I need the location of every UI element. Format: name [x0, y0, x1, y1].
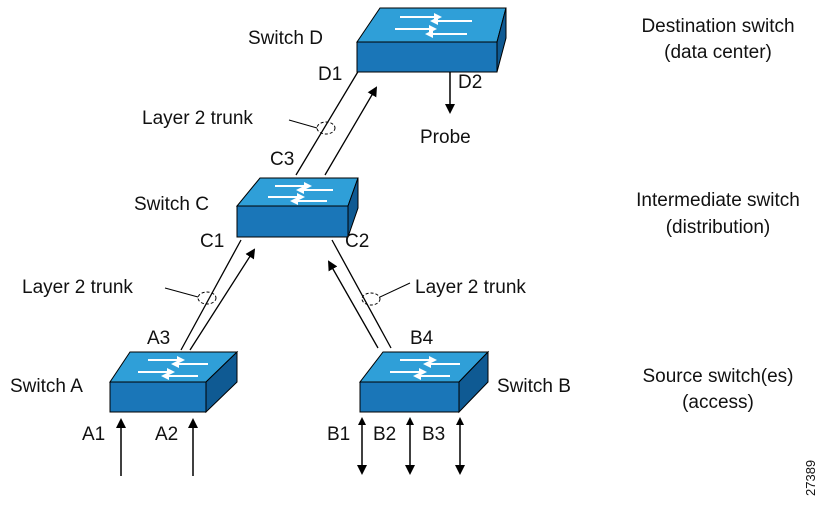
figure-id: 27389: [803, 460, 818, 496]
svg-text:(access): (access): [682, 392, 754, 413]
svg-text:(distribution): (distribution): [666, 217, 771, 238]
switch-a-label: Switch A: [10, 376, 83, 397]
trunk-link-ca: [164, 239, 256, 351]
switch-c-label: Switch C: [134, 194, 209, 215]
svg-text:Source switch(es): Source switch(es): [643, 366, 794, 387]
tier-source: Source switch(es) (access): [643, 366, 794, 413]
svg-text:(data center): (data center): [664, 42, 772, 63]
switch-c[interactable]: [235, 177, 359, 238]
switch-arrows-icon: [268, 182, 333, 205]
port-b1-label: B1: [327, 424, 350, 445]
tier-destination: Destination switch (data center): [641, 16, 794, 63]
trunk-label-ca: Layer 2 trunk: [22, 277, 133, 298]
port-d1-label: D1: [318, 64, 342, 85]
svg-text:Intermediate switch: Intermediate switch: [636, 190, 800, 211]
switch-arrows-icon: [138, 356, 208, 380]
port-c3-label: C3: [270, 149, 294, 170]
switch-arrows-icon: [390, 356, 460, 380]
trunk-link-dc: [288, 69, 378, 176]
port-d2-label: D2: [458, 72, 482, 93]
switch-d-label: Switch D: [248, 28, 323, 49]
trunk-link-cb: [328, 239, 411, 349]
port-a3-label: A3: [147, 328, 170, 349]
port-a1-label: A1: [82, 424, 105, 445]
svg-text:Destination switch: Destination switch: [641, 16, 794, 37]
port-b3-label: B3: [422, 424, 445, 445]
port-c1-label: C1: [200, 231, 224, 252]
port-b2-label: B2: [373, 424, 396, 445]
switch-d[interactable]: [356, 7, 507, 73]
probe-label: Probe: [420, 127, 471, 148]
port-c2-label: C2: [345, 231, 369, 252]
trunk-label-dc: Layer 2 trunk: [142, 108, 253, 129]
switch-b[interactable]: [358, 350, 490, 414]
port-b4-label: B4: [410, 328, 434, 349]
switch-arrows-icon: [395, 13, 472, 38]
trunk-label-cb: Layer 2 trunk: [415, 277, 526, 298]
switch-a[interactable]: [109, 350, 239, 414]
port-a2-label: A2: [155, 424, 178, 445]
switch-b-label: Switch B: [497, 376, 571, 397]
tier-intermediate: Intermediate switch (distribution): [636, 190, 800, 238]
